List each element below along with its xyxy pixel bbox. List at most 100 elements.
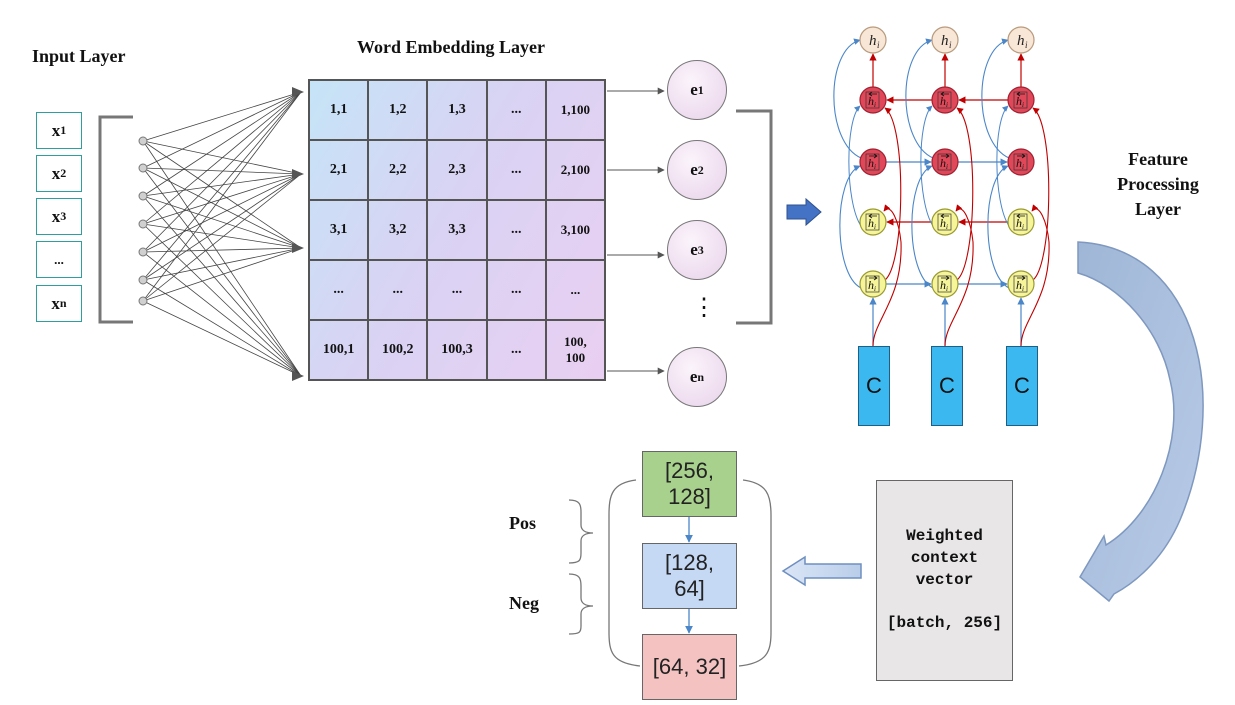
svg-text:i: i (1025, 40, 1028, 50)
svg-text:i: i (1022, 223, 1024, 231)
svg-text:h: h (868, 216, 874, 230)
matrix-cell-1-3: 1,3 (427, 80, 487, 140)
svg-text:i: i (1022, 163, 1024, 171)
input-node-7 (138, 296, 148, 306)
svg-text:h: h (869, 33, 877, 49)
matrix-cell-4-2: ... (368, 260, 428, 320)
neg-brace (568, 573, 594, 635)
dense-group-bracket (608, 479, 641, 667)
matrix-cell-1-4: ... (486, 80, 546, 140)
matrix-cell-4-1: ... (309, 260, 369, 320)
svg-text:h: h (868, 278, 874, 292)
matrix-cell-1-5: 1,100 (545, 80, 605, 140)
pos-brace (568, 499, 594, 564)
svg-text:h: h (1016, 156, 1022, 170)
input-bracket (98, 115, 133, 324)
context-bar-2: C (931, 346, 963, 426)
weighted-context-box: Weighted context vector [batch, 256] (876, 480, 1013, 681)
to-feature-arrow (786, 197, 822, 227)
matrix-cell-4-4: ... (486, 260, 546, 320)
svg-text:h: h (941, 33, 949, 49)
svg-text:i: i (1022, 101, 1024, 109)
matrix-cell-3-3: 3,3 (427, 200, 487, 260)
weighted-line-2: context (910, 548, 979, 567)
svg-text:h: h (1017, 33, 1025, 49)
input-node-3 (138, 191, 148, 201)
svg-text:i: i (874, 223, 876, 231)
svg-text:h: h (1016, 216, 1022, 230)
svg-text:h: h (1016, 94, 1022, 108)
embedding-layer-title: Word Embedding Layer (357, 37, 546, 57)
feature-to-weighted-arrow (1077, 241, 1204, 603)
matrix-cell-4-5: ... (545, 260, 605, 320)
input-layer-title: Input Layer (32, 46, 126, 66)
embedding-ellipsis: ⋮ (692, 295, 716, 321)
svg-text:i: i (1022, 285, 1024, 293)
matrix-cell-5-3: 100,3 (427, 320, 487, 380)
svg-text:h: h (868, 156, 874, 170)
svg-text:i: i (946, 285, 948, 293)
matrix-cell-1-1: 1,1 (309, 80, 369, 140)
svg-text:h: h (940, 94, 946, 108)
pos-label: Pos (509, 513, 536, 533)
dense-layer-box-1: [256, 128] (642, 451, 737, 517)
svg-text:i: i (874, 285, 876, 293)
weighted-to-dense-arrow (781, 555, 862, 587)
input-node-1 (138, 136, 148, 146)
svg-text:h: h (940, 216, 946, 230)
matrix-cell-2-1: 2,1 (309, 140, 369, 200)
matrix-cell-2-2: 2,2 (368, 140, 428, 200)
input-node-6 (138, 275, 148, 285)
svg-text:i: i (946, 163, 948, 171)
matrix-cell-5-1: 100,1 (309, 320, 369, 380)
input-item-4: ... (36, 241, 82, 278)
matrix-cell-2-5: 2,100 (545, 140, 605, 200)
matrix-cell-5-5: 100, 100 (545, 320, 605, 380)
context-bar-3: C (1006, 346, 1038, 426)
svg-text:i: i (946, 223, 948, 231)
matrix-cell-1-2: 1,2 (368, 80, 428, 140)
svg-text:i: i (949, 40, 952, 50)
embedding-bracket (736, 109, 773, 325)
matrix-cell-3-5: 3,100 (545, 200, 605, 260)
matrix-cell-3-2: 3,2 (368, 200, 428, 260)
svg-text:h: h (940, 278, 946, 292)
matrix-cell-2-4: ... (486, 140, 546, 200)
weighted-shape: [batch, 256] (886, 614, 1003, 633)
input-node-5 (138, 247, 148, 257)
matrix-cell-5-4: ... (486, 320, 546, 380)
svg-text:h: h (1016, 278, 1022, 292)
svg-text:i: i (874, 163, 876, 171)
matrix-cell-2-3: 2,3 (427, 140, 487, 200)
svg-text:h: h (940, 156, 946, 170)
matrix-cell-4-3: ... (427, 260, 487, 320)
svg-text:i: i (946, 101, 948, 109)
matrix-cell-3-4: ... (486, 200, 546, 260)
dense-layer-box-2: [128, 64] (642, 543, 737, 609)
context-bar-1: C (858, 346, 890, 426)
input-node-2 (138, 163, 148, 173)
weighted-line-1: Weighted (906, 527, 983, 546)
svg-text:h: h (868, 94, 874, 108)
weighted-line-3: vector (915, 570, 974, 589)
matrix-cell-3-1: 3,1 (309, 200, 369, 260)
